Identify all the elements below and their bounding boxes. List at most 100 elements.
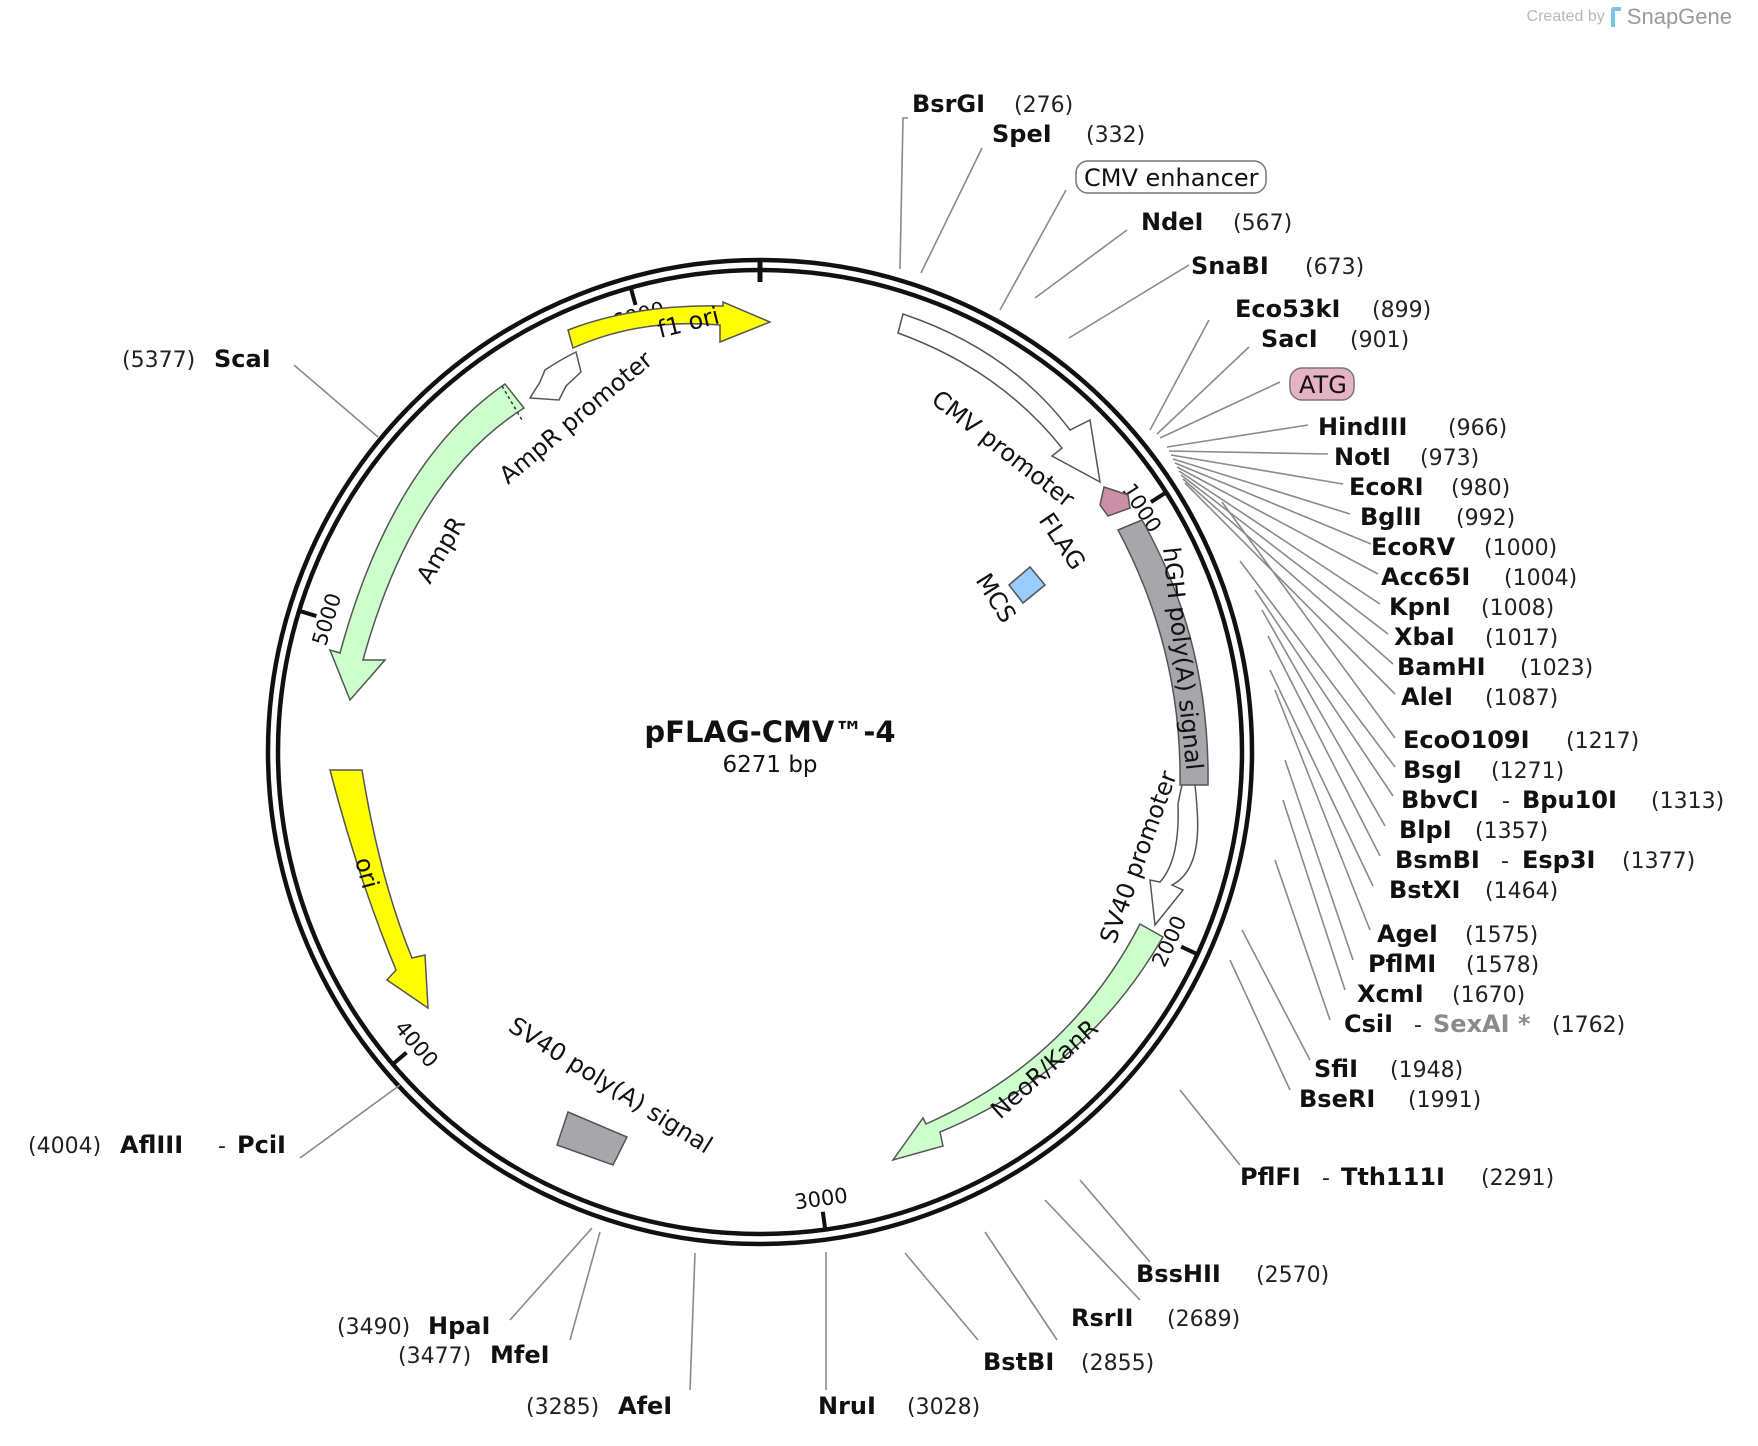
pos-acc65i: (1004) — [1504, 566, 1577, 591]
tick-label-4000: 4000 — [390, 1016, 443, 1072]
snapgene-logo-icon — [1610, 7, 1621, 27]
site-ecori: EcoRI — [1349, 473, 1424, 501]
label-flag: FLAG — [1033, 508, 1091, 575]
pos-spei: (332) — [1086, 123, 1145, 148]
site-bsshii: BssHII — [1136, 1260, 1221, 1288]
site-xbai: XbaI — [1394, 623, 1455, 651]
site-sexai: SexAI * — [1433, 1010, 1531, 1038]
pos-csii-sexai: (1762) — [1552, 1013, 1625, 1038]
tick-5000 — [296, 608, 317, 618]
site-afei: AfeI — [618, 1392, 672, 1420]
pos-alei: (1087) — [1485, 686, 1558, 711]
pos-blpi: (1357) — [1475, 819, 1548, 844]
pos-bsgi: (1271) — [1491, 759, 1564, 784]
pos-bglii: (992) — [1456, 506, 1515, 531]
site-afliii: AflIII — [120, 1131, 183, 1159]
features — [328, 300, 1209, 1166]
site-spei: SpeI — [992, 120, 1052, 148]
label-hgh-polya: hGH poly(A) signal — [1157, 546, 1208, 772]
leader-lines — [293, 117, 1396, 1391]
pos-ecoo109i: (1217) — [1566, 729, 1639, 754]
snapgene-watermark: Created by SnapGene — [1527, 4, 1732, 30]
pos-noti: (973) — [1420, 446, 1479, 471]
pos-bsshii: (2570) — [1256, 1263, 1329, 1288]
pos-ecorv: (1000) — [1484, 536, 1557, 561]
ori-arrow[interactable] — [329, 769, 429, 1010]
site-alei: AleI — [1401, 683, 1453, 711]
tick-label-5000: 5000 — [308, 590, 347, 648]
ampr-promoter-arrow[interactable] — [528, 350, 582, 401]
site-blpi: BlpI — [1399, 816, 1452, 844]
flag-marker[interactable] — [1099, 486, 1131, 517]
pos-bstbi: (2855) — [1081, 1351, 1154, 1376]
site-bamhi: BamHI — [1397, 653, 1486, 681]
f1-ori-arrow[interactable] — [567, 300, 772, 350]
pos-pflfi-tth111i: (2291) — [1481, 1166, 1554, 1191]
pos-bamhi: (1023) — [1520, 656, 1593, 681]
pos-bseri: (1991) — [1408, 1088, 1481, 1113]
site-csii: CsiI — [1344, 1010, 1393, 1038]
pos-hpai: (3490) — [337, 1315, 410, 1340]
pos-afei: (3285) — [526, 1395, 599, 1420]
label-cmv-promoter: CMV promoter — [926, 385, 1080, 514]
site-bstxi: BstXI — [1389, 876, 1460, 904]
dash-pflfi: - — [1322, 1166, 1330, 1191]
pos-ecori: (980) — [1451, 476, 1510, 501]
pos-bbvci-bpu10i: (1313) — [1651, 789, 1724, 814]
created-by-text: Created by — [1526, 8, 1605, 25]
site-hpai: HpaI — [428, 1312, 490, 1340]
site-tth111i: Tth111I — [1341, 1163, 1445, 1191]
tick-4000 — [389, 1051, 408, 1068]
site-bstbi: BstBI — [983, 1348, 1054, 1376]
cmv-enhancer-box — [1075, 160, 1267, 194]
mcs-box[interactable] — [1007, 565, 1047, 605]
cmv-promoter-arrow[interactable] — [897, 313, 1101, 484]
tick-3000 — [820, 1211, 828, 1232]
pos-saci: (901) — [1350, 328, 1409, 353]
site-bsrgi: BsrGI — [912, 90, 985, 118]
site-ecoo109i: EcoO109I — [1403, 726, 1530, 754]
sv40-polya-box[interactable] — [556, 1110, 629, 1166]
pos-eco53ki: (899) — [1372, 298, 1431, 323]
site-sfii: SfiI — [1314, 1055, 1358, 1083]
neor-kanr-arrow[interactable] — [891, 922, 1165, 1162]
label-mcs: MCS — [970, 568, 1022, 628]
site-pflmi: PflMI — [1368, 950, 1436, 978]
pos-pflmi: (1578) — [1466, 953, 1539, 978]
site-mfei: MfeI — [490, 1341, 550, 1369]
site-nrui: NruI — [818, 1392, 876, 1420]
pos-bstxi: (1464) — [1485, 879, 1558, 904]
tick-6000 — [628, 285, 638, 306]
tick-1000 — [1149, 489, 1169, 504]
pos-kpni: (1008) — [1481, 596, 1554, 621]
site-acc65i: Acc65I — [1381, 563, 1470, 591]
pos-afliii-pcii: (4004) — [28, 1134, 101, 1159]
dash-afliii: - — [218, 1134, 226, 1159]
pos-xcmi: (1670) — [1452, 983, 1525, 1008]
label-ampr: AmpR — [411, 512, 471, 588]
label-atg: ATG — [1299, 371, 1347, 399]
site-ndei: NdeI — [1141, 208, 1203, 236]
site-rsrii: RsrII — [1071, 1304, 1133, 1332]
site-snabi: SnaBI — [1191, 252, 1269, 280]
boxed-labels: CMV enhancer ATG — [1075, 160, 1355, 401]
site-bseri: BseRI — [1299, 1085, 1375, 1113]
site-eco53ki: Eco53kI — [1235, 295, 1340, 323]
hgh-polya-box[interactable] — [1116, 519, 1209, 786]
site-pcii: PciI — [237, 1131, 286, 1159]
pos-sfii: (1948) — [1390, 1058, 1463, 1083]
site-kpni: KpnI — [1389, 593, 1451, 621]
site-saci: SacI — [1261, 325, 1318, 353]
ampr-arrow[interactable] — [328, 382, 526, 702]
site-scai: ScaI — [214, 345, 271, 373]
dash-csii: - — [1414, 1013, 1422, 1038]
site-hindiii: HindIII — [1318, 413, 1407, 441]
dash-bsmbi: - — [1501, 849, 1509, 874]
site-bsgi: BsgI — [1403, 756, 1462, 784]
pos-bsrgi: (276) — [1014, 93, 1073, 118]
site-bbvci: BbvCI — [1401, 786, 1479, 814]
pos-mfei: (3477) — [398, 1344, 471, 1369]
site-bsmbi: BsmBI — [1395, 846, 1480, 874]
site-noti: NotI — [1334, 443, 1391, 471]
